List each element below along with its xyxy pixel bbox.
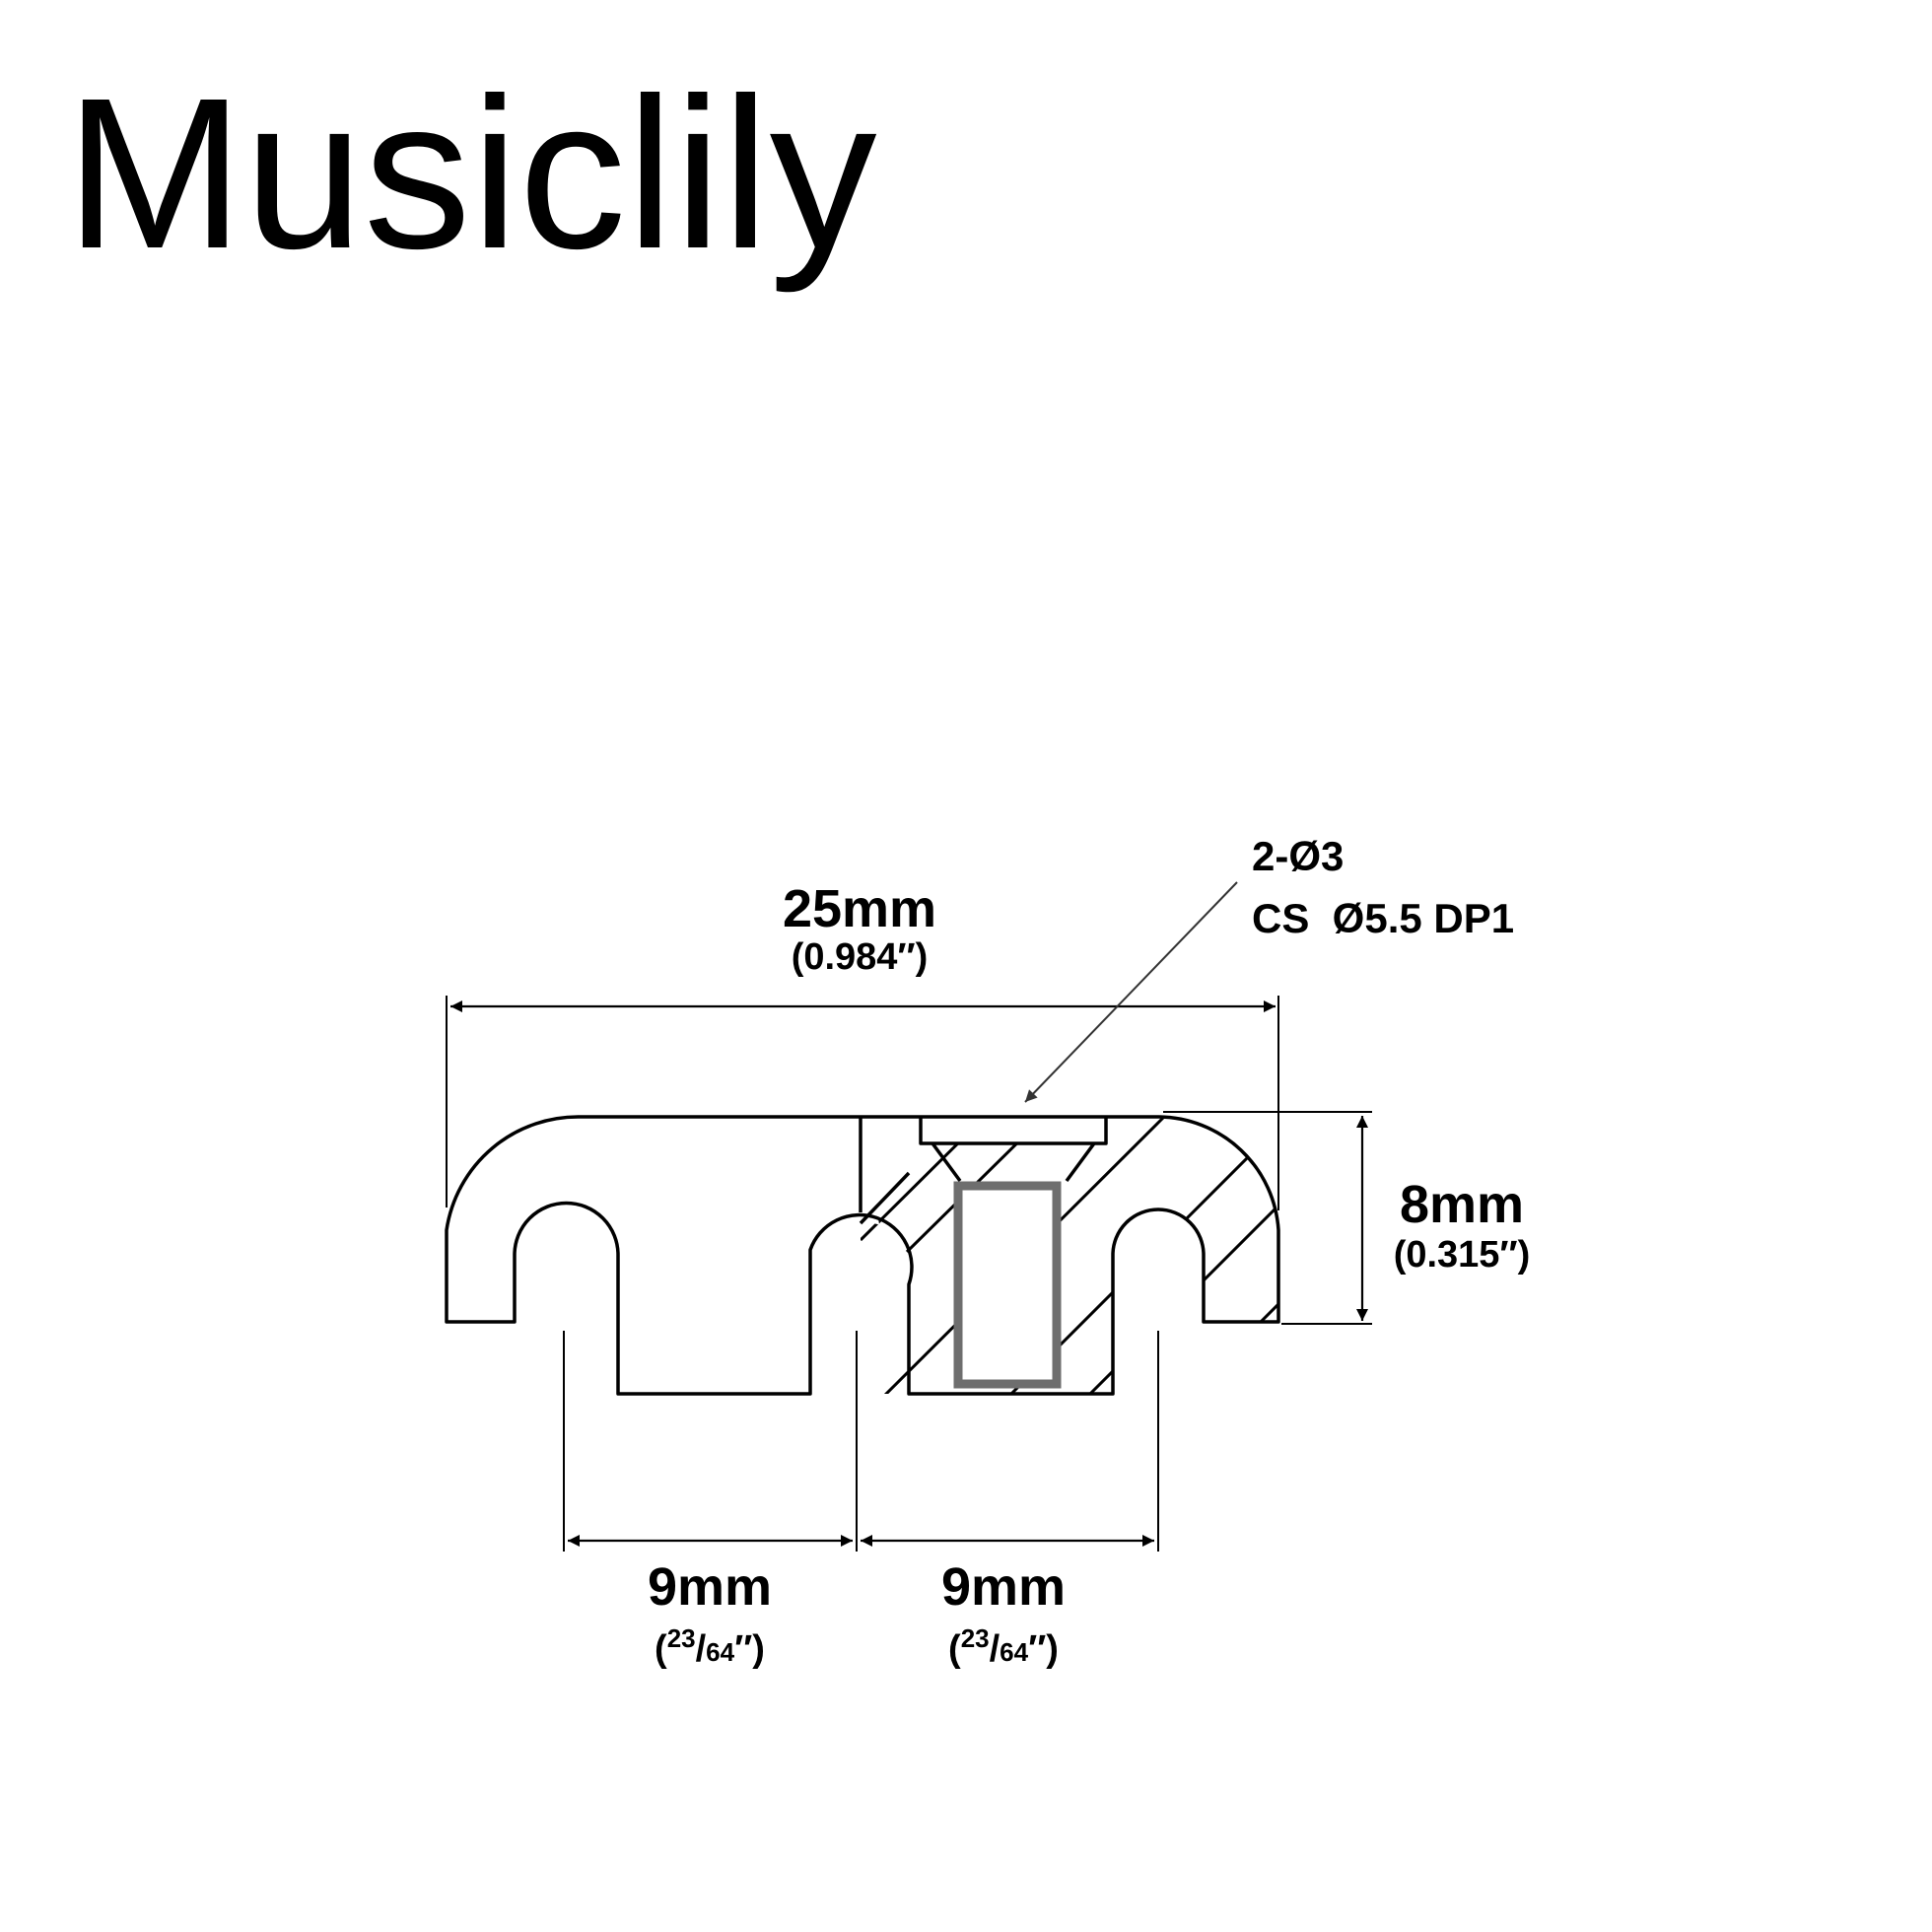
hole-note-leader: [1024, 881, 1238, 1103]
threaded-insert: [953, 1181, 1062, 1389]
countersink-cone: [931, 1141, 1096, 1183]
brand-title: Musiclily: [65, 54, 877, 294]
bore-wall-left: [859, 1171, 911, 1225]
section-hatching: [861, 1117, 1278, 1394]
hole-note-line-1: 2-Ø3: [1252, 833, 1344, 879]
spacing-left-metric-label: 9mm: [648, 1557, 772, 1617]
part-profile: [445, 1115, 1280, 1396]
spacing-left-imperial-label: (23/64″): [655, 1623, 765, 1670]
dimension-lines: [450, 1000, 1368, 1547]
extension-lines: [446, 996, 1372, 1552]
spacing-right-imperial-label: (23/64″): [948, 1623, 1059, 1670]
countersink-recess: [919, 1117, 1108, 1145]
hole-note-line-2: CS Ø5.5 DP1: [1252, 895, 1514, 941]
width-imperial-label: (0.984″): [792, 936, 929, 978]
spacing-right-metric-label: 9mm: [941, 1557, 1066, 1617]
height-imperial-label: (0.315″): [1394, 1234, 1531, 1276]
width-metric-label: 25mm: [783, 879, 936, 938]
part-outline: [445, 1115, 1280, 1396]
height-metric-label: 8mm: [1400, 1175, 1524, 1234]
